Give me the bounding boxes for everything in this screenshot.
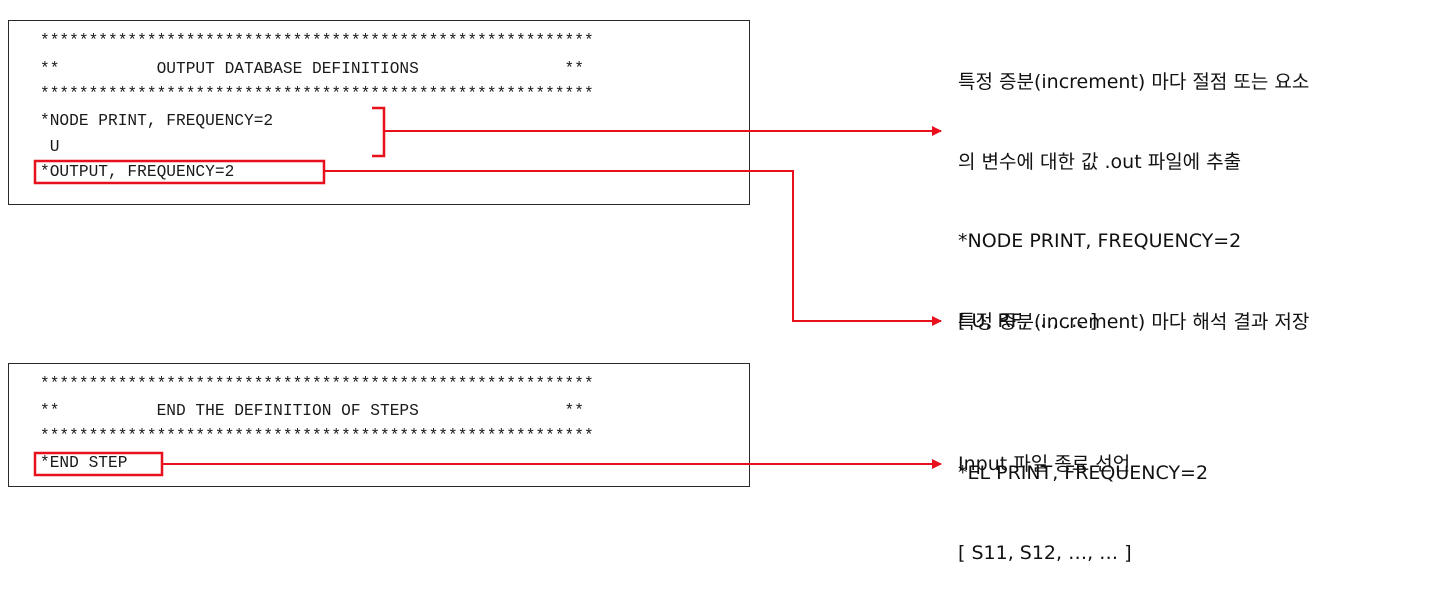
- code-line-stars-bottom: ****************************************…: [40, 427, 594, 445]
- output-annotation: 특정 증분(increment) 마다 해석 결과 저장: [958, 311, 1310, 333]
- connector-layer: [33, 106, 942, 477]
- output-arrow: [324, 170, 942, 326]
- code-line-output: *OUTPUT, FREQUENCY=2: [40, 163, 235, 181]
- annotation-line: [ S11, S12, …, … ]: [958, 541, 1132, 564]
- code-line-stars-top: ****************************************…: [40, 375, 594, 393]
- node-print-bracket: [372, 106, 386, 158]
- output-highlight-frame: [33, 159, 326, 185]
- code-line-end-step: *END STEP: [40, 454, 128, 472]
- end-step-code-box: ****************************************…: [8, 363, 750, 487]
- annotation-line: [ U, RF, …, … ]: [958, 309, 1098, 332]
- code-line-node-print: *NODE PRINT, FREQUENCY=2: [40, 112, 274, 130]
- node-print-annotation: 특정 증분(increment) 마다 절점 또는 요소 의 변수에 대한 값 …: [958, 16, 1309, 593]
- annotation-line: 의 변수에 대한 값 .out 파일에 추출: [958, 150, 1242, 173]
- end-step-annotation: Input 파일 종료 선언: [958, 453, 1131, 475]
- code-line-stars-top: ****************************************…: [40, 32, 594, 50]
- annotation-line: *NODE PRINT, FREQUENCY=2: [958, 230, 1242, 252]
- output-definitions-code-box: ****************************************…: [8, 20, 750, 205]
- annotation-line: 특정 증분(increment) 마다 절점 또는 요소: [958, 71, 1310, 93]
- annotation-line: *EL PRINT, FREQUENCY=2: [958, 462, 1209, 484]
- code-line-section-title: ** OUTPUT DATABASE DEFINITIONS **: [40, 60, 584, 78]
- end-step-highlight-frame: [33, 451, 164, 477]
- code-line-stars-bottom: ****************************************…: [40, 85, 594, 103]
- code-line-node-print-u: U: [40, 138, 60, 156]
- code-line-section-title: ** END THE DEFINITION OF STEPS **: [40, 402, 584, 420]
